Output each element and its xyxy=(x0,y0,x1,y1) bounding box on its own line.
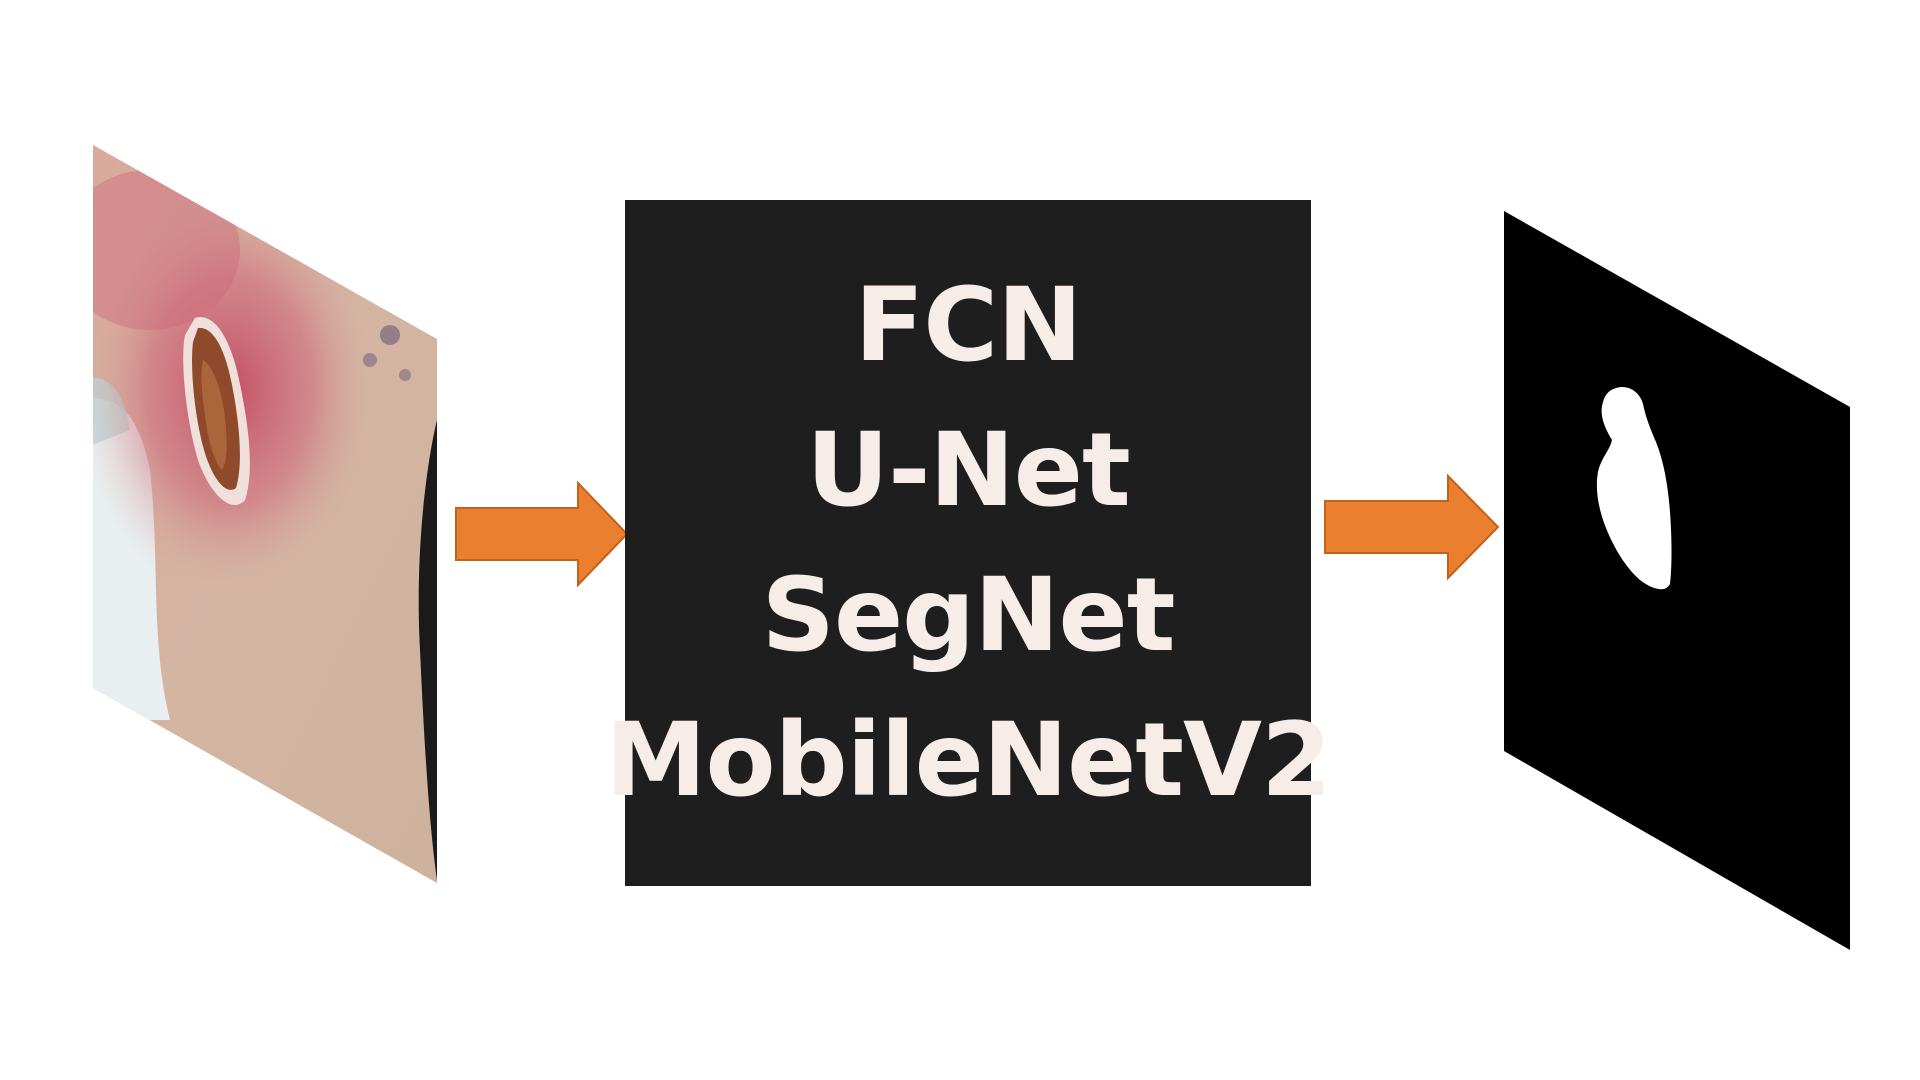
model-label-mobilenetv2: MobileNetV2 xyxy=(605,701,1332,820)
input-wound-image xyxy=(93,145,437,883)
dark-edge xyxy=(418,420,437,880)
arrow-right-icon xyxy=(455,480,629,588)
arrow-right-icon xyxy=(1324,473,1500,581)
mask-background xyxy=(1504,211,1850,950)
bruise-mark xyxy=(380,325,400,345)
wound-slough xyxy=(201,360,227,470)
bruise-mark xyxy=(363,353,377,367)
output-mask-image xyxy=(1504,211,1850,950)
bruise-mark xyxy=(399,369,411,381)
model-label-segnet: SegNet xyxy=(761,556,1176,675)
model-label-fcn: FCN xyxy=(854,266,1083,385)
mask-foreground-blob xyxy=(1596,386,1672,590)
inflammation-upper xyxy=(93,170,240,330)
model-label-unet: U-Net xyxy=(806,411,1130,530)
model-list-box: FCN U-Net SegNet MobileNetV2 xyxy=(605,200,1332,886)
